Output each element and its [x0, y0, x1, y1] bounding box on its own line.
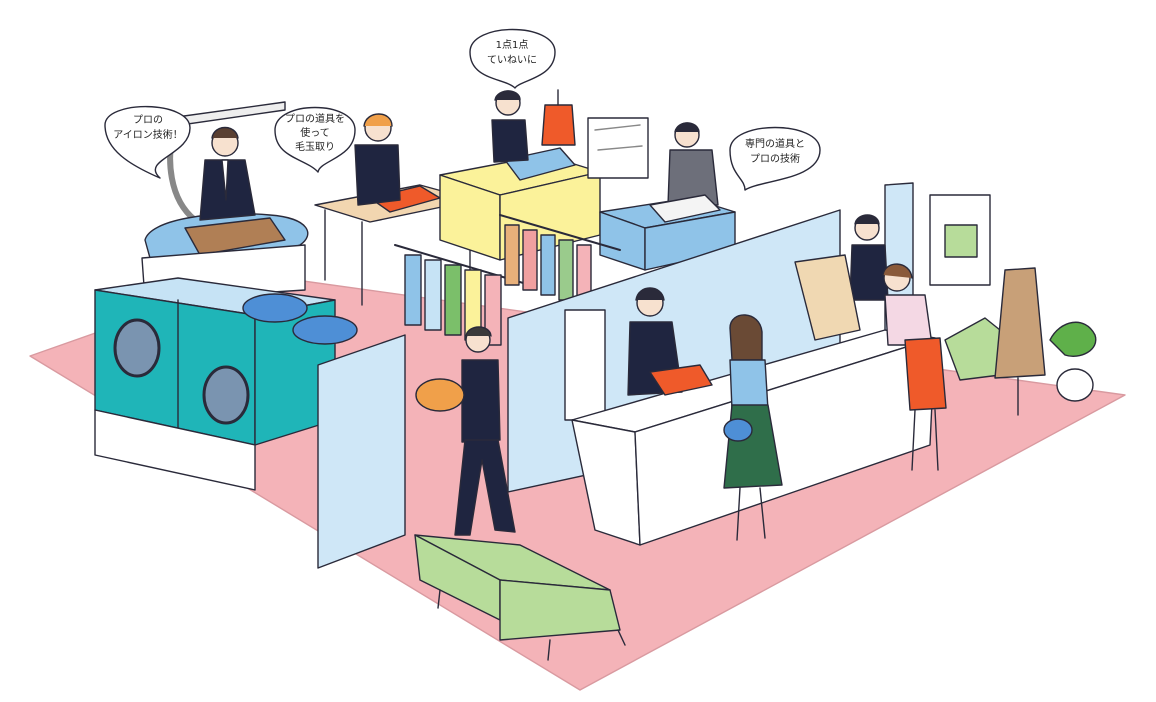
pilling-table: [314, 113, 476, 306]
washing-machines: [94, 277, 358, 491]
washer-door-1: [113, 318, 161, 378]
bubble-pilling-line1: プロの道具を: [285, 112, 345, 125]
back-right-decor: [929, 194, 1097, 416]
person-ironer-body: [199, 159, 256, 221]
person-pilling-body: [354, 144, 401, 206]
bubble-tools-line1: 専門の道具と: [745, 137, 805, 150]
mannequin-coat: [994, 267, 1046, 379]
bubble-careful: [469, 28, 556, 89]
garment-orange: [649, 364, 713, 396]
careful-station: [439, 89, 601, 261]
laundry-basket-1: [242, 293, 308, 323]
bubble-careful-line1: 1点1点: [496, 39, 529, 51]
bubble-tools-line2: プロの技術: [750, 152, 800, 165]
bubble-iron-line1: プロの: [133, 114, 163, 126]
front-sofa: [414, 534, 626, 661]
garment-blue: [504, 147, 576, 181]
washer-door-2: [202, 365, 250, 425]
bubble-pilling-line3: 毛玉取り: [295, 141, 335, 153]
bubble-pilling: [274, 106, 356, 173]
garment-white: [649, 194, 721, 223]
customer-green-skirt: [723, 314, 783, 541]
bubble-iron-line2: アイロン技術！: [113, 128, 183, 141]
person-tools-body: [667, 149, 719, 206]
orange-bundle: [415, 378, 465, 412]
laundry-basket-2: [292, 315, 358, 345]
tools-station: [587, 117, 736, 271]
beige-jacket: [794, 254, 861, 341]
bubble-iron: [104, 105, 191, 179]
blue-handbag: [723, 418, 753, 442]
bubble-tools: [729, 126, 821, 191]
walking-man: [415, 326, 516, 536]
clothes-rack: [394, 214, 621, 346]
potted-plant: [1049, 321, 1097, 357]
mannequin-orange: [541, 104, 576, 146]
bubble-pilling-line2: 使って: [300, 126, 330, 139]
garment-brown: [184, 217, 286, 256]
orange-skirt: [904, 337, 947, 411]
bubble-careful-line2: ていねいに: [487, 54, 537, 66]
jacket-service-area: [794, 214, 947, 471]
person-careful-body: [491, 119, 529, 163]
